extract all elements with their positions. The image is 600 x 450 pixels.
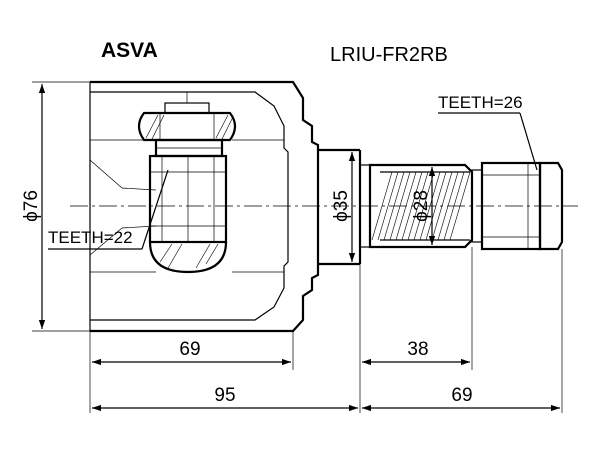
- teeth-outer-label: TEETH=26: [438, 93, 523, 112]
- part-number: LRIU-FR2RB: [330, 44, 448, 66]
- shaft: [318, 148, 564, 266]
- teeth-inner-callout: TEETH=22: [48, 169, 169, 250]
- dim-95-text: 95: [214, 385, 235, 406]
- dim-76-text: 76: [21, 190, 42, 211]
- dim-length-69-shaft: 69: [362, 385, 560, 412]
- housing: [89, 80, 320, 333]
- dim-length-38: 38: [362, 339, 470, 366]
- brand-label: ASVA: [101, 39, 158, 62]
- teeth-outer-callout: TEETH=26: [438, 93, 538, 171]
- teeth-inner-label: TEETH=22: [48, 228, 133, 247]
- diameter-symbol: ϕ: [411, 211, 432, 222]
- dim-diameter-35: ϕ35: [331, 152, 356, 262]
- dim-length-69-housing: 69: [92, 339, 291, 366]
- dim-69-shaft-text: 69: [451, 385, 472, 406]
- svg-text:ϕ35: ϕ35: [331, 190, 352, 222]
- dim-length-95: 95: [92, 385, 358, 412]
- svg-text:ϕ28: ϕ28: [411, 190, 432, 222]
- diameter-symbol: ϕ: [331, 211, 352, 222]
- dim-diameter-28: ϕ28: [411, 167, 436, 245]
- diameter-symbol: ϕ: [21, 211, 42, 222]
- dim-38-text: 38: [407, 339, 428, 360]
- dim-35-text: 35: [331, 190, 352, 211]
- tripod-roller: [137, 92, 237, 274]
- svg-text:ϕ76: ϕ76: [21, 190, 42, 222]
- dim-diameter-76: ϕ76: [21, 81, 90, 332]
- dim-28-text: 28: [411, 190, 432, 211]
- dim-69-housing-text: 69: [179, 339, 200, 360]
